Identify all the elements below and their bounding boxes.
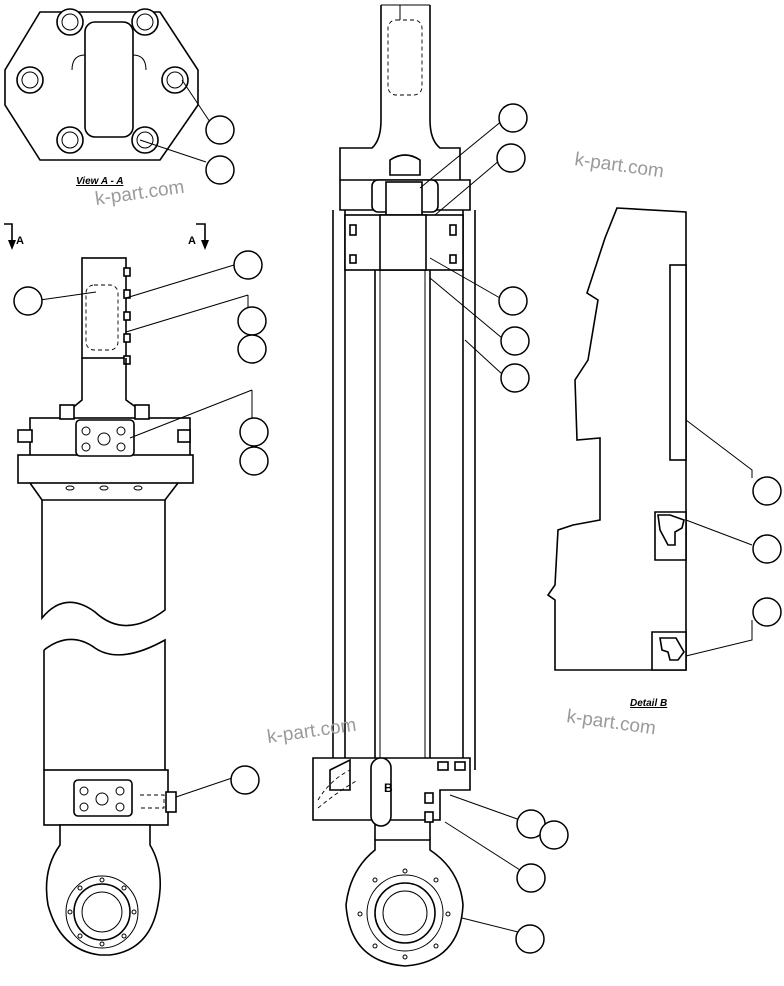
detail-b-view xyxy=(546,207,687,671)
callout-bubble xyxy=(500,363,530,393)
section-arrow-left xyxy=(4,223,16,250)
watermark: k-part.com xyxy=(565,706,657,739)
watermark: k-part.com xyxy=(266,715,358,748)
detail-marker-b: B xyxy=(384,781,393,795)
section-label-left: A xyxy=(16,235,24,247)
callout-bubble xyxy=(239,417,269,447)
callout-bubble xyxy=(515,924,545,954)
left-cylinder-view xyxy=(17,257,194,956)
detail-b-label: Detail B xyxy=(630,698,667,709)
callout-bubble xyxy=(496,143,526,173)
callout-bubble xyxy=(498,103,528,133)
section-arrow-right xyxy=(196,223,209,250)
callout-bubble xyxy=(205,115,235,145)
callout-bubble xyxy=(205,155,235,185)
callout-bubble xyxy=(539,820,569,850)
callout-bubble xyxy=(237,306,267,336)
callout-bubble xyxy=(752,534,782,564)
callout-bubble xyxy=(239,446,269,476)
center-section-view xyxy=(312,4,476,967)
section-label-right: A xyxy=(188,235,196,247)
callout-bubble xyxy=(752,476,782,506)
callout-bubbles xyxy=(13,103,782,954)
callout-bubble xyxy=(13,286,43,316)
watermark: k-part.com xyxy=(573,149,665,182)
callout-bubble xyxy=(500,326,530,356)
callout-bubble xyxy=(498,286,528,316)
view-aa-flange xyxy=(4,8,199,161)
callout-bubble xyxy=(516,863,546,893)
callout-bubble xyxy=(237,334,267,364)
leader-lines xyxy=(39,79,753,933)
callout-bubble xyxy=(230,765,260,795)
callout-bubble xyxy=(233,250,263,280)
view-aa-label: View A - A xyxy=(76,176,123,187)
callout-bubble xyxy=(752,597,782,627)
